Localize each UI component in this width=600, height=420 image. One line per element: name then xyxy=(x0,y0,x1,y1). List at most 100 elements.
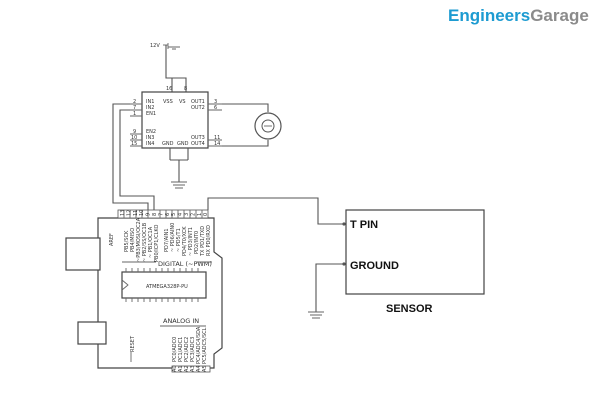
ground-icon-ic xyxy=(171,181,187,189)
ic-label-en2: EN2 xyxy=(146,129,156,135)
pin-label-pd1: TX PD1/TXD xyxy=(200,226,206,257)
analog-in-label: ANALOG IN xyxy=(163,317,199,325)
motor-shaft-icon xyxy=(261,119,275,133)
digital-pin-number-4: 4 xyxy=(178,213,184,216)
ic-label-out3: OUT3 xyxy=(191,135,205,141)
sensor-title: SENSOR xyxy=(386,303,433,315)
pin-label-pd3: ~ PD3/INT1 xyxy=(188,227,194,256)
ic-pin-7: 7 xyxy=(133,105,136,111)
power-jack xyxy=(77,321,107,345)
pin-label-pb0: PB0/ICP1/CLKO xyxy=(154,225,160,262)
tpin-junction xyxy=(342,222,346,226)
digital-pin-number-10: 10 xyxy=(139,210,145,216)
motor xyxy=(222,103,282,147)
digital-pwm-label: DIGITAL (~PWM) xyxy=(158,260,212,268)
ic-pin-3: 3 xyxy=(214,99,217,105)
ic-right-leads xyxy=(208,103,222,147)
wire-ic-gnd xyxy=(169,148,189,182)
analog-pin-labels: PC0/ADC0 PC1/ADC1 PC2/ADC2 PC3/ADC3 PC4/… xyxy=(172,326,208,364)
pin-label-pc1: PC1/ADC1 xyxy=(178,337,184,362)
ground-junction xyxy=(342,262,346,266)
ic-label-in1: IN1 xyxy=(146,99,154,105)
wire-supply-to-ic xyxy=(165,45,187,92)
ic-left-leads xyxy=(130,103,142,147)
ic-pin-11: 11 xyxy=(214,135,220,141)
chip-notch xyxy=(121,279,129,291)
ic-pin-16: 16 xyxy=(166,86,172,92)
pin-label-pb5: PB5/SCK xyxy=(124,230,130,252)
digital-header xyxy=(117,209,209,219)
arduino-board: AREF PB5/SCK PB4/MISO ~PB3/MOSI/OC2A ~ P… xyxy=(65,209,223,373)
pin-label-pb1: ~ PB1/OC1A xyxy=(148,226,154,258)
ic-label-gnd-1: GND xyxy=(162,141,174,147)
usb-connector xyxy=(65,237,101,271)
brand-logo: EngineersGarage xyxy=(448,6,589,25)
pin-label-pd6: ~ PD6/AIN0 xyxy=(170,223,176,252)
pin-label-pc3: PC3/ADC3 xyxy=(190,337,196,362)
ic-label-out4: OUT4 xyxy=(191,141,205,147)
analog-pin-number-a2: A2 xyxy=(184,365,190,372)
digital-pin-number-2: 2 xyxy=(190,213,196,216)
atmega-chip-label: ATMEGA328P-PU xyxy=(146,284,188,290)
sensor-block: T PIN GROUND SENSOR xyxy=(345,209,485,315)
analog-pin-number-a0: A0 xyxy=(172,365,178,372)
ic-pin-2: 2 xyxy=(133,99,136,105)
pin-label-pc4: PC4/ADC4/SDA xyxy=(196,326,202,364)
digital-pin-labels-left: PB5/SCK PB4/MISO ~PB3/MOSI/OC2A ~ PB2/SS… xyxy=(124,217,160,262)
ground-icon-sensor xyxy=(308,311,324,319)
atmega-chip xyxy=(121,271,207,299)
pin-label-pc0: PC0/ADC0 xyxy=(172,337,178,362)
aref-label: AREF xyxy=(109,233,115,246)
ic-pin-1: 1 xyxy=(133,111,136,117)
driver-ic: 16 8 IN1 IN2 EN1 EN2 IN3 IN4 2 7 1 9 10 … xyxy=(130,86,222,149)
analog-pin-number-a3: A3 xyxy=(190,365,196,372)
driver-ic-body xyxy=(141,91,209,149)
ic-pin-14: 14 xyxy=(214,141,220,147)
digital-pin-number-9: 9 xyxy=(146,213,152,216)
wire-d0-to-sensor-tpin xyxy=(207,197,344,225)
ic-pin-9: 9 xyxy=(133,129,136,135)
pin-label-pd0: RX PD0/RXD xyxy=(206,225,212,256)
pin-label-pc5: PC5/ADC5/SCL xyxy=(202,327,208,364)
ic-label-vss: VSS xyxy=(163,99,173,105)
analog-pin-number-a1: A1 xyxy=(178,365,184,372)
supply-12v: 12V xyxy=(150,43,187,92)
digital-pin-number-13: 13 xyxy=(120,210,126,216)
ic-label-in4: IN4 xyxy=(146,141,154,147)
digital-pin-number-5: 5 xyxy=(171,213,177,216)
ic-pin-15: 15 xyxy=(131,141,137,147)
wire-in2-to-arduino xyxy=(119,109,155,212)
ic-pin-10: 10 xyxy=(131,135,137,141)
digital-pin-number-0: 0 xyxy=(203,213,209,216)
pin-label-pc2: PC2/ADC2 xyxy=(184,337,190,362)
analog-pin-number-a5: A5 xyxy=(202,365,208,372)
ic-pin-8: 8 xyxy=(184,86,187,92)
digital-pin-labels-right: PD7/AIN1 ~ PD6/AIN0 ~ PD5/T1 PD4/T0/XCK … xyxy=(164,223,212,257)
supply-terminal-icon xyxy=(167,43,180,50)
wire-out1-to-motor xyxy=(222,103,269,112)
pin-label-pd7: PD7/AIN1 xyxy=(164,228,170,252)
ic-label-gnd-2: GND xyxy=(177,141,189,147)
digital-pin-number-8: 8 xyxy=(152,213,158,216)
ic-label-en1: EN1 xyxy=(146,111,156,117)
ic-label-in2: IN2 xyxy=(146,105,154,111)
digital-pin-number-12: 12 xyxy=(126,210,132,216)
wire-sensor-ground xyxy=(315,263,344,312)
sensor-tpin-label: T PIN xyxy=(350,219,378,231)
sensor-box xyxy=(345,209,485,295)
pin-label-pd2: PD2/INT0 xyxy=(194,231,200,254)
pin-label-pb2: ~ PB2/SS/OC1B xyxy=(142,222,148,262)
wire-out4-to-motor xyxy=(222,140,269,147)
pin-label-pb3: ~PB3/MOSI/OC2A xyxy=(136,217,142,262)
wire-in1-to-arduino xyxy=(112,103,149,212)
sensor-ground-label: GROUND xyxy=(350,260,399,272)
ic-label-vs: VS xyxy=(179,99,186,105)
pin-label-pd5: ~ PD5/T1 xyxy=(176,228,182,252)
digital-pin-number-3: 3 xyxy=(184,213,190,216)
ic-pin-6: 6 xyxy=(214,105,217,111)
ic-ground xyxy=(169,148,189,189)
analog-header xyxy=(171,365,211,373)
ic-label-out2: OUT2 xyxy=(191,105,205,111)
digital-pin-number-6: 6 xyxy=(165,213,171,216)
